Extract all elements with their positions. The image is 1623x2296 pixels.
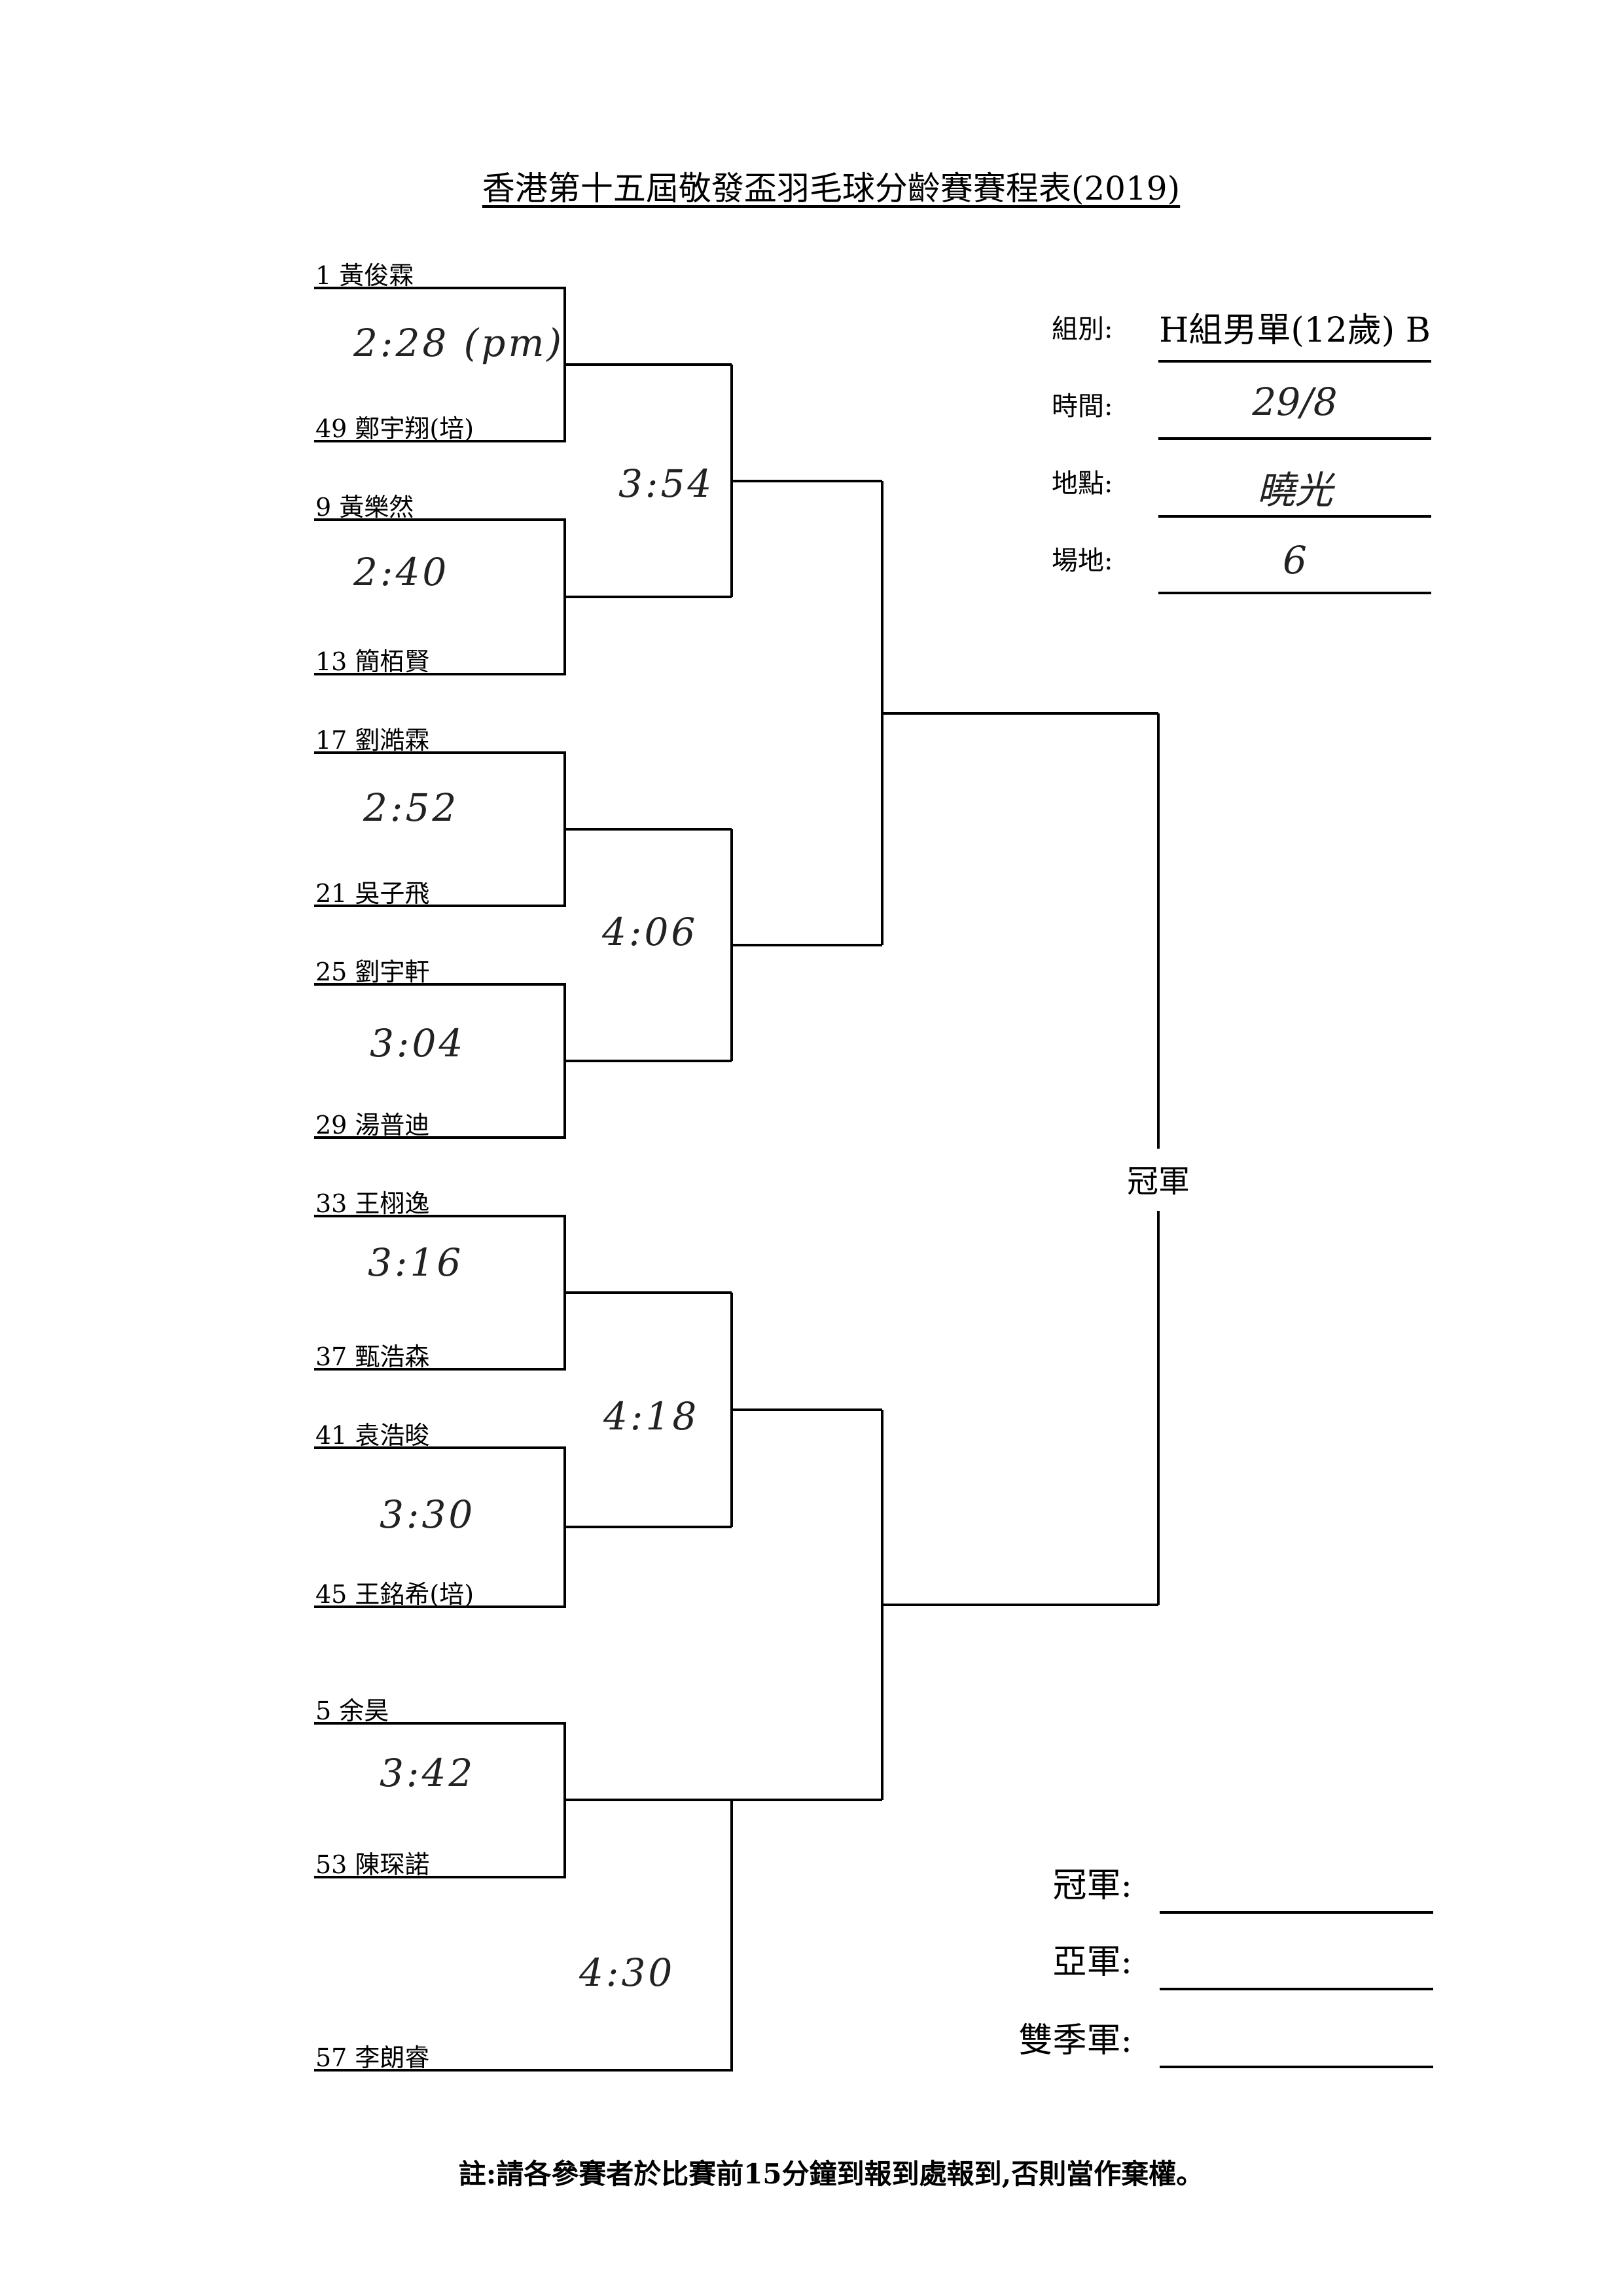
match-bracket <box>881 1410 1158 1800</box>
venue-value: 曉光 <box>1257 468 1333 512</box>
match-bracket <box>730 829 882 1061</box>
match-bracket <box>314 287 732 442</box>
player-slot: 13 簡栢賢 <box>315 647 430 676</box>
match-time: 2:28 (pm) <box>353 321 565 365</box>
player-slot: 33 王栩逸 <box>315 1189 430 1218</box>
result-underline <box>1160 1911 1433 2068</box>
player-slot: 57 李朗睿 <box>315 2043 430 2072</box>
player-slot: 21 吳子飛 <box>315 879 430 908</box>
match-bracket <box>314 983 732 1139</box>
match-time: 3:04 <box>370 1021 466 1066</box>
player-slot: 9 黃樂然 <box>315 493 414 522</box>
match-bracket <box>314 751 732 907</box>
player-slot: 49 鄭宇翔(培) <box>315 414 474 443</box>
match-bracket <box>314 1722 882 1878</box>
champion-label: 冠軍 <box>1126 1163 1190 1200</box>
match-time: 4:06 <box>602 910 698 954</box>
date-label: 時間: <box>1052 391 1113 422</box>
semi-finalists-result-label: 雙季軍: <box>1018 2021 1132 2060</box>
match-bracket <box>314 1446 732 1608</box>
court-value: 6 <box>1283 538 1307 583</box>
footnote: 註:請各參賽者於比賽前15分鐘到報到處報到,否則當作棄權。 <box>458 2158 1204 2190</box>
runner-up-result-label: 亞軍: <box>1052 1943 1132 1982</box>
player-slot: 37 甄浩森 <box>315 1342 430 1371</box>
match-time: 3:30 <box>380 1492 476 1537</box>
venue-label: 地點: <box>1052 469 1113 499</box>
match-time: 4:18 <box>603 1394 700 1439</box>
match-bracket <box>730 365 882 597</box>
champion-result-label: 冠軍: <box>1052 1866 1132 1905</box>
match-bracket <box>314 518 732 675</box>
match-time: 3:16 <box>368 1240 464 1285</box>
date-value: 29/8 <box>1252 380 1338 424</box>
match-time: 4:30 <box>579 1950 675 1995</box>
match-time: 2:40 <box>353 550 450 594</box>
match-bracket <box>314 1215 732 1371</box>
player-slot: 17 劉澔霖 <box>315 726 430 755</box>
match-bracket <box>314 1800 733 2072</box>
match-bracket <box>730 1293 882 1527</box>
player-slot: 53 陳琛諾 <box>315 1850 430 1879</box>
match-bracket <box>881 481 1158 945</box>
group-value: H組男單(12歲) B <box>1159 311 1431 350</box>
player-slot: 29 湯普迪 <box>315 1111 430 1139</box>
group-label: 組別: <box>1052 314 1113 344</box>
match-time: 3:42 <box>380 1751 476 1795</box>
page-title: 香港第十五屆敬發盃羽毛球分齡賽賽程表(2019) <box>482 170 1181 207</box>
match-time: 2:52 <box>363 785 459 830</box>
court-label: 場地: <box>1052 546 1113 576</box>
player-slot: 1 黃俊霖 <box>315 261 414 290</box>
info-underline <box>1158 360 1431 594</box>
match-time: 3:54 <box>618 461 715 506</box>
player-slot: 25 劉宇軒 <box>315 958 430 986</box>
player-slot: 5 余昊 <box>315 1696 389 1725</box>
player-slot: 41 袁浩晙 <box>315 1421 430 1450</box>
player-slot: 45 王銘希(培) <box>315 1580 474 1609</box>
